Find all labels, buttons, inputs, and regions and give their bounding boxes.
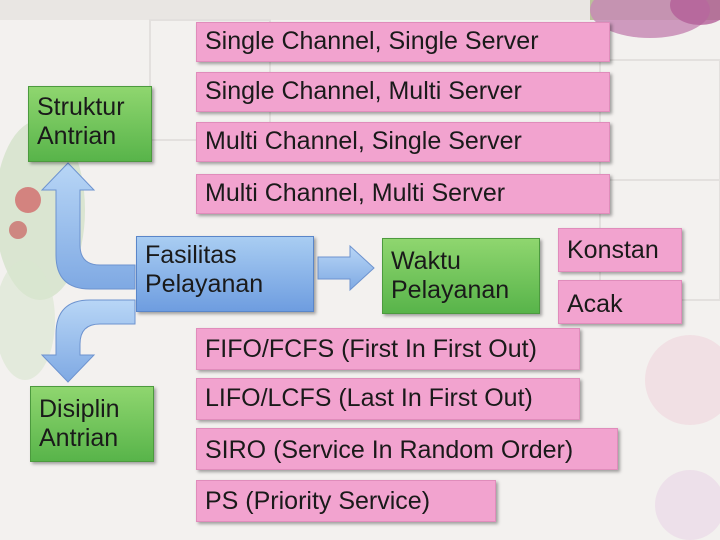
disiplin-item-1: FIFO/FCFS (First In First Out)	[196, 328, 580, 370]
disiplin-item-2: LIFO/LCFS (Last In First Out)	[196, 378, 580, 420]
arrow-right-to-waktu	[317, 244, 375, 292]
struktur-item-4: Multi Channel, Multi Server	[196, 174, 610, 214]
disiplin-item-4: PS (Priority Service)	[196, 480, 496, 522]
waktu-item-konstan: Konstan	[558, 228, 682, 272]
disiplin-item-3: SIRO (Service In Random Order)	[196, 428, 618, 470]
disiplin-antrian-box: Disiplin Antrian	[30, 386, 154, 462]
struktur-item-2: Single Channel, Multi Server	[196, 72, 610, 112]
fasilitas-pelayanan-box: Fasilitas Pelayanan	[136, 236, 314, 312]
waktu-item-acak: Acak	[558, 280, 682, 324]
waktu-pelayanan-box: Waktu Pelayanan	[382, 238, 540, 314]
struktur-item-3: Multi Channel, Single Server	[196, 122, 610, 162]
struktur-item-1: Single Channel, Single Server	[196, 22, 610, 62]
struktur-antrian-box: Struktur Antrian	[28, 86, 152, 162]
arrow-down-to-disiplin	[40, 299, 136, 383]
arrow-up-to-struktur	[40, 162, 136, 290]
